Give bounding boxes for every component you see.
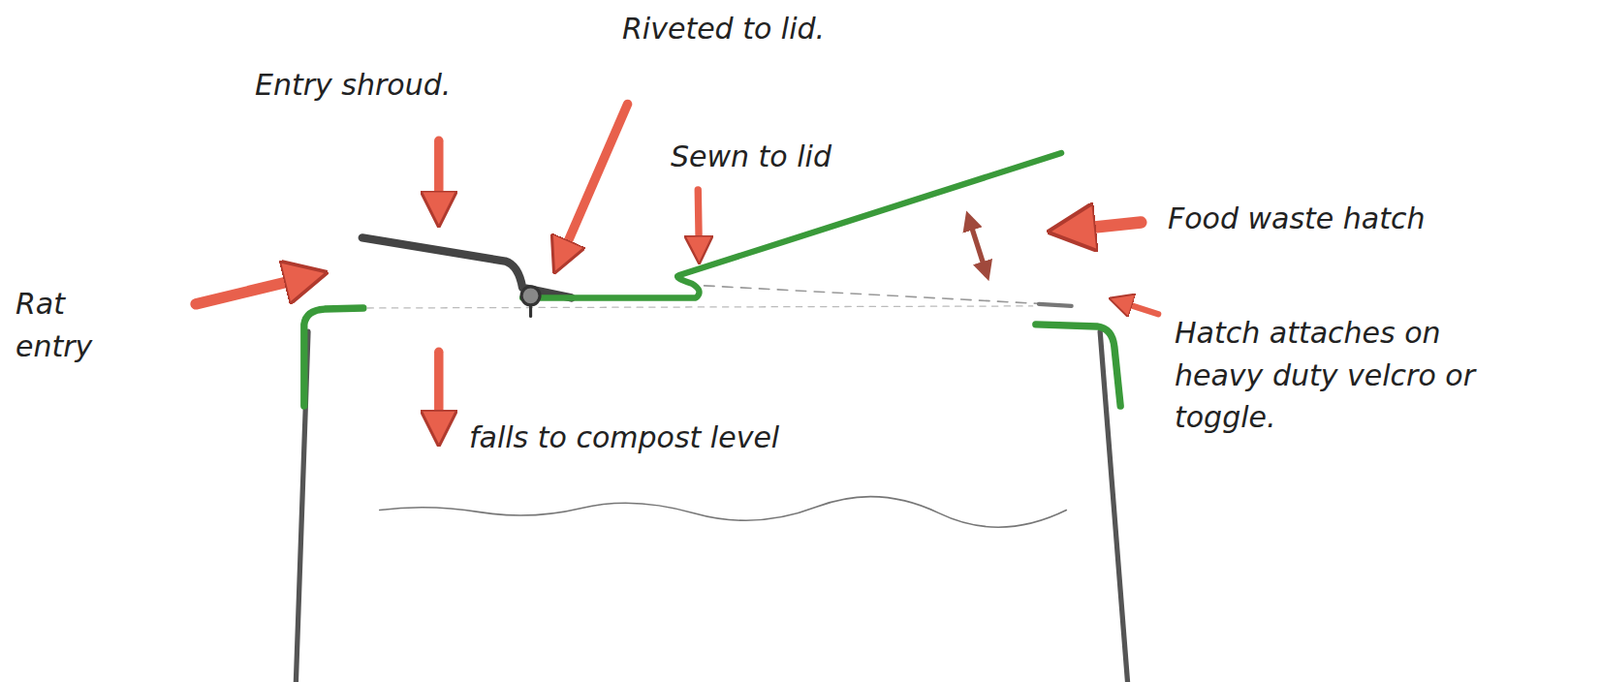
velcro-strip <box>1038 304 1072 307</box>
pointer-arrow <box>434 140 443 210</box>
part-label: Entry shroud. <box>254 63 565 107</box>
rivet <box>529 306 533 317</box>
part-label: Riveted to lid. <box>622 7 933 51</box>
hatch-closed-position <box>704 285 1047 305</box>
pointer-arrow <box>195 277 307 304</box>
lid-outline <box>367 306 1034 309</box>
movement-arrow <box>969 219 986 272</box>
bin-wall <box>1099 331 1128 682</box>
note-label: Rat entry <box>15 282 132 368</box>
pointer-arrow <box>434 351 443 429</box>
pointer-arrow <box>561 103 628 257</box>
note-label: Hatch attaches on heavy duty velcro or t… <box>1174 312 1500 440</box>
part-label: Food waste hatch <box>1167 197 1517 241</box>
compost-level <box>379 497 1067 529</box>
note-label: falls to compost level <box>469 416 915 460</box>
lid <box>522 153 1062 299</box>
rivet <box>521 286 540 306</box>
pointer-arrow <box>697 189 699 251</box>
entry-shroud <box>362 237 572 298</box>
pointer-arrow <box>1120 302 1159 315</box>
rim-lip <box>304 308 364 407</box>
part-label: Sewn to lid <box>670 135 923 179</box>
pointer-arrow <box>1071 222 1142 230</box>
rim-lip <box>1035 324 1121 407</box>
